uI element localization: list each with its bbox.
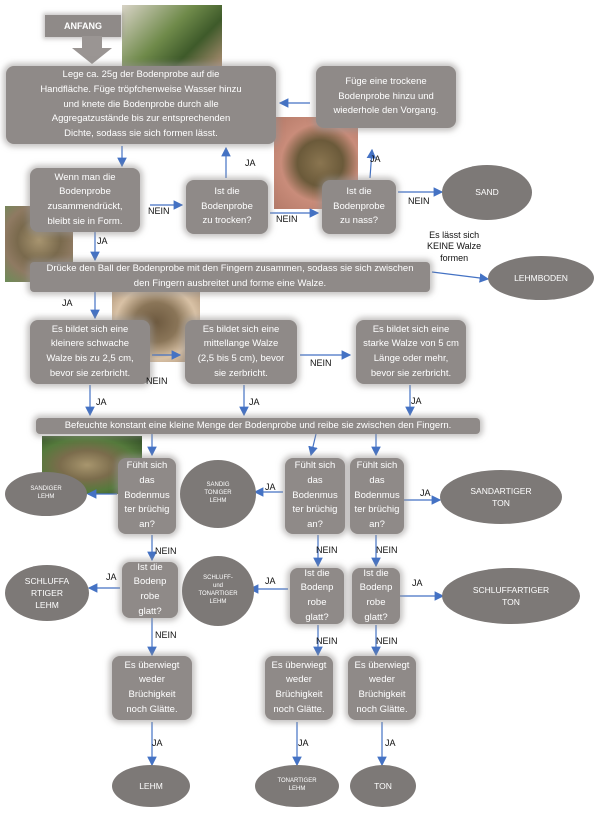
- label-nein: NEIN: [316, 545, 338, 555]
- result-schluffartiger-ton: SCHLUFFARTIGER TON: [442, 568, 580, 624]
- label-ja: JA: [385, 738, 396, 748]
- label-nein: NEIN: [276, 214, 298, 224]
- question-too-wet: Ist die Bodenprobe zu nass?: [322, 180, 396, 234]
- result-ton: TON: [350, 765, 416, 807]
- label-nein: NEIN: [316, 636, 338, 646]
- start-label: ANFANG: [45, 15, 121, 37]
- step-knead-sample: Lege ca. 25g der Bodenprobe auf die Hand…: [6, 66, 276, 144]
- label-ja: JA: [106, 572, 117, 582]
- result-sandiger-lehm: SANDIGER LEHM: [5, 472, 87, 516]
- neither-dominates-2: Es überwiegt weder Brüchigkeit noch Glät…: [265, 656, 333, 720]
- label-ja: JA: [412, 578, 423, 588]
- start-arrow-icon: [72, 36, 112, 64]
- question-brittle-3: Fühlt sich das Bodenmus ter brüchig an?: [350, 458, 404, 534]
- label-ja: JA: [370, 154, 381, 164]
- result-sandig-toniger-lehm: SANDIG TONIGER LEHM: [180, 460, 256, 528]
- step-add-dry-sample: Füge eine trockene Bodenprobe hinzu und …: [316, 66, 456, 128]
- question-brittle-1: Fühlt sich das Bodenmus ter brüchig an?: [118, 458, 176, 534]
- label-nein: NEIN: [155, 546, 177, 556]
- question-smooth-3: Ist die Bodenp robe glatt?: [352, 568, 400, 624]
- label-ja: JA: [249, 397, 260, 407]
- label-ja: JA: [265, 482, 276, 492]
- label-nein: NEIN: [310, 358, 332, 368]
- label-nein: NEIN: [376, 636, 398, 646]
- question-smooth-2: Ist die Bodenp robe glatt?: [290, 568, 344, 624]
- result-lehmboden: LEHMBODEN: [488, 256, 594, 300]
- label-nein: NEIN: [146, 376, 168, 386]
- label-no-roll: Es lässt sich KEINE Walze formen: [427, 230, 482, 263]
- step-press-sample: Wenn man die Bodenprobe zusammendrückt, …: [30, 168, 140, 232]
- result-schluffartiger-lehm: SCHLUFFA RTIGER LEHM: [5, 565, 89, 621]
- label-ja: JA: [97, 236, 108, 246]
- step-moisten-rub: Befeuchte konstant eine kleine Menge der…: [36, 418, 480, 434]
- label-ja: JA: [298, 738, 309, 748]
- result-sandartiger-ton: SANDARTIGER TON: [440, 470, 562, 524]
- question-too-dry: Ist die Bodenprobe zu trocken?: [186, 180, 268, 234]
- result-sand: SAND: [442, 165, 532, 220]
- result-schluff-tonartiger-lehm: SCHLUFF- und TONARTIGER LEHM: [182, 556, 254, 626]
- label-nein: NEIN: [148, 206, 170, 216]
- neither-dominates-3: Es überwiegt weder Brüchigkeit noch Glät…: [348, 656, 416, 720]
- roll-weak-short: Es bildet sich eine kleinere schwache Wa…: [30, 320, 150, 384]
- label-ja: JA: [152, 738, 163, 748]
- label-nein: NEIN: [376, 545, 398, 555]
- roll-strong-long: Es bildet sich eine starke Walze von 5 c…: [356, 320, 466, 384]
- label-ja: JA: [96, 397, 107, 407]
- label-ja: JA: [265, 576, 276, 586]
- result-tonartiger-lehm: TONARTIGER LEHM: [255, 765, 339, 807]
- label-ja: JA: [411, 396, 422, 406]
- label-ja: JA: [245, 158, 256, 168]
- label-nein: NEIN: [408, 196, 430, 206]
- roll-medium: Es bildet sich eine mittellange Walze (2…: [185, 320, 297, 384]
- result-lehm: LEHM: [112, 765, 190, 807]
- question-smooth-1: Ist die Bodenp robe glatt?: [122, 562, 178, 618]
- neither-dominates-1: Es überwiegt weder Brüchigkeit noch Glät…: [112, 656, 192, 720]
- step-form-roll: Drücke den Ball der Bodenprobe mit den F…: [30, 262, 430, 292]
- label-ja: JA: [420, 488, 431, 498]
- hands-soil-photo: [122, 5, 222, 67]
- label-nein: NEIN: [155, 630, 177, 640]
- question-brittle-2: Fühlt sich das Bodenmus ter brüchig an?: [285, 458, 345, 534]
- label-ja: JA: [62, 298, 73, 308]
